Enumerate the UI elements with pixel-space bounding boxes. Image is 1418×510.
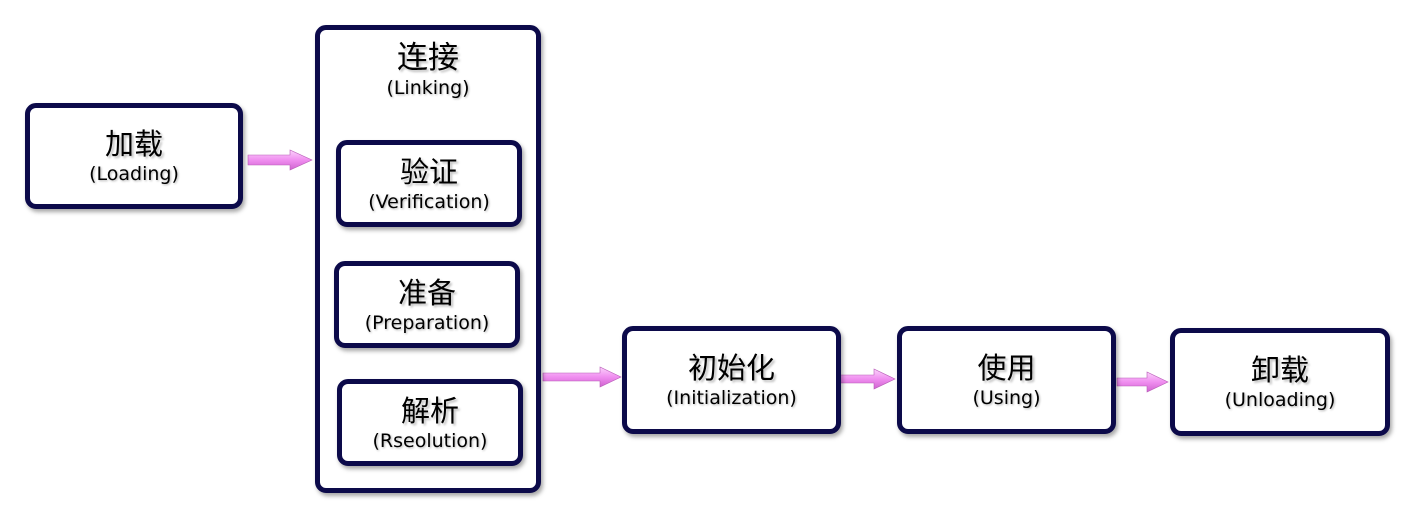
node-using-title: 使用 (977, 351, 1036, 385)
node-linking-title: 连接 (397, 40, 459, 76)
arrow-initialization-to-using (837, 368, 896, 390)
node-resolution-subtitle: (Rseolution) (372, 429, 488, 452)
node-initialization-subtitle: (Initialization) (666, 387, 797, 409)
node-preparation-subtitle: (Preparation) (364, 311, 490, 334)
node-unloading: 卸载 (Unloading) (1170, 328, 1390, 436)
node-unloading-subtitle: (Unloading) (1224, 389, 1336, 411)
arrow-linking-to-initialization (542, 366, 622, 388)
node-preparation: 准备 (Preparation) (334, 261, 520, 348)
node-verification: 验证 (Verification) (336, 140, 522, 227)
arrow-loading-to-linking (247, 149, 313, 171)
node-verification-subtitle: (Verification) (368, 190, 490, 213)
arrow-using-to-unloading (1116, 371, 1169, 393)
node-unloading-title: 卸载 (1250, 353, 1309, 387)
node-resolution-title: 解析 (400, 393, 459, 428)
node-linking-subtitle: (Linking) (386, 77, 470, 99)
node-preparation-title: 准备 (397, 275, 456, 310)
node-initialization: 初始化 (Initialization) (622, 326, 841, 434)
node-verification-title: 验证 (399, 154, 458, 189)
node-loading-title: 加载 (104, 127, 163, 161)
node-loading: 加载 (Loading) (25, 103, 243, 209)
node-using-subtitle: (Using) (972, 387, 1041, 409)
node-loading-subtitle: (Loading) (89, 163, 179, 185)
node-using: 使用 (Using) (897, 326, 1116, 434)
node-initialization-title: 初始化 (687, 351, 775, 385)
node-resolution: 解析 (Rseolution) (337, 379, 523, 466)
